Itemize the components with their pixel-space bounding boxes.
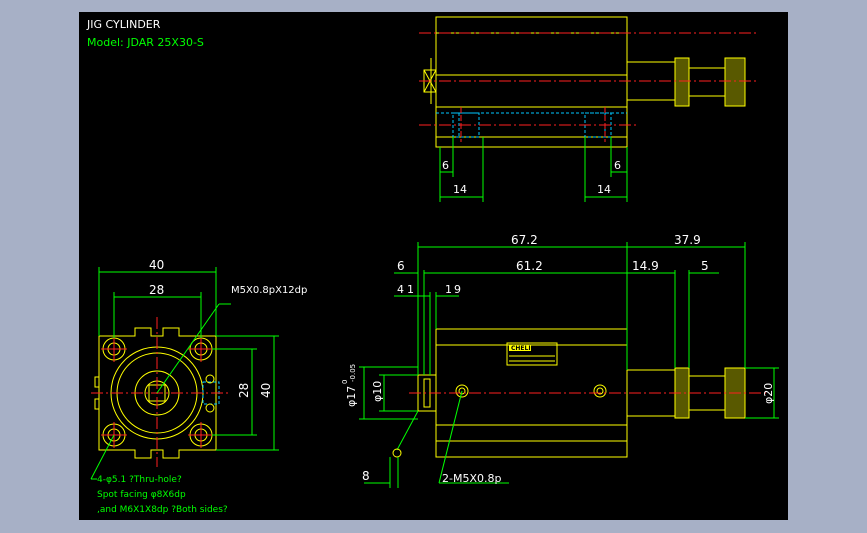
dim-8: 8 [362,469,370,483]
port-callout: 2-M5X0.8p [442,472,501,485]
top-dim-right-6: 6 [614,159,621,172]
dim-6: 6 [397,259,405,273]
dim-67-2: 67.2 [511,233,538,247]
brand-plate-text: CHELIC [511,345,536,352]
front-dim-28-vertical: 28 [237,383,251,398]
front-dim-40: 40 [149,258,164,272]
top-view-body [435,16,628,148]
brand-plate [506,342,558,366]
dim-61-2: 61.2 [516,259,543,273]
dim-14-9: 14.9 [632,259,659,273]
port-right [593,384,607,398]
top-dim-left-6: 6 [442,159,449,172]
dim-dia-20: φ20 [762,383,775,404]
dim-5: 5 [701,259,709,273]
top-dim-right-14: 14 [597,183,611,196]
hole-note-line2: Spot facing φ8X6dp [97,490,186,500]
thread-callout: M5X0.8pX12dp [231,285,307,296]
knurl-right-top [724,57,746,107]
dim-9: 9 [454,283,461,296]
dim-4: 4 [397,283,404,296]
knurl-left-top [674,57,690,107]
front-view [90,267,279,480]
dim-dia-10: φ10 [371,381,384,402]
dim-dia-17: φ17 [345,386,358,407]
port-left [455,384,469,398]
dim-1b: 1 [445,283,452,296]
front-dim-28: 28 [149,283,164,297]
dim-dia-17-tol-upper: 0 [341,380,349,384]
model-label: Model: JDAR 25X30-S [87,36,204,49]
hole-note-line1: 4-φ5.1 ?Thru-hole? [97,475,182,485]
dim-dia-17-tol-lower: -0.05 [349,364,357,382]
top-view [419,16,759,202]
top-dim-left-14: 14 [453,183,467,196]
front-dim-40-vertical: 40 [259,383,273,398]
cad-drawing: JIG CYLINDER Model: JDAR 25X30-S [86,16,779,515]
dim-1a: 1 [407,283,414,296]
side-view [359,242,779,488]
dim-37-9: 37.9 [674,233,701,247]
hole-note-line3: ,and M6X1X8dp ?Both sides? [97,505,228,515]
drawing-title: JIG CYLINDER [86,18,161,31]
